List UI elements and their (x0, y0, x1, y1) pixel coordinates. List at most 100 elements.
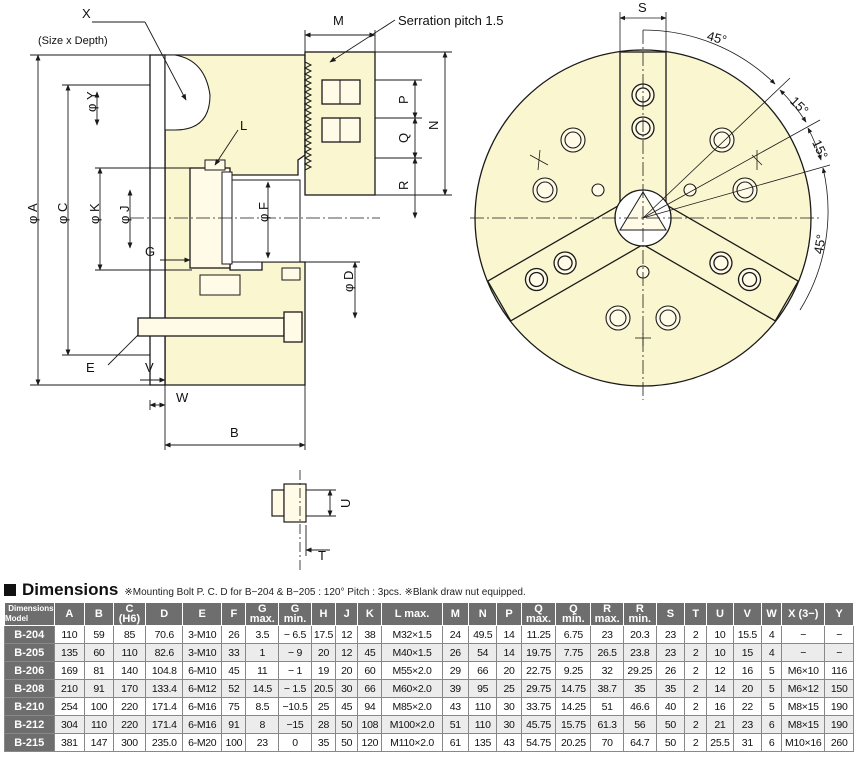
table-cell: 50 (655, 733, 686, 752)
table-cell: 5 (761, 661, 783, 680)
column-header: Q min. (555, 602, 592, 626)
column-header: R max. (590, 602, 624, 626)
front-jaw-left (486, 205, 642, 322)
table-cell: 150 (824, 679, 854, 698)
table-cell: M8×15 (781, 697, 826, 716)
table-cell: 23 (655, 643, 686, 662)
table-cell: 19.75 (520, 643, 557, 662)
table-cell: 3-M10 (182, 643, 223, 662)
table-cell: 12 (335, 625, 359, 644)
table-cell: 59 (84, 625, 114, 644)
table-cell: 61.3 (590, 715, 624, 734)
table-cell: 60 (357, 661, 383, 680)
column-header: A (53, 602, 86, 626)
table-cell: 20 (335, 661, 359, 680)
table-cell: 35 (655, 679, 686, 698)
table-cell: M85×2.0 (381, 697, 443, 716)
table-cell: 110 (84, 715, 114, 734)
label-angle-45-top: 45° (705, 28, 728, 48)
table-cell: 22.75 (520, 661, 557, 680)
table-cell: 190 (824, 715, 854, 734)
label-l: L (240, 118, 247, 133)
table-cell: 35 (622, 679, 657, 698)
table-cell: 15.5 (732, 625, 763, 644)
table-cell: 100 (84, 697, 114, 716)
table-cell: 45.75 (520, 715, 557, 734)
table-cell: M8×15 (781, 715, 826, 734)
table-cell: 2 (684, 679, 708, 698)
table-cell: 6-M20 (182, 733, 223, 752)
column-header: U (706, 602, 734, 626)
table-cell: 169 (53, 661, 86, 680)
table-cell: 26.5 (590, 643, 624, 662)
table-cell: 381 (53, 733, 86, 752)
t-slot-detail (271, 470, 336, 570)
table-cell: 110 (112, 643, 147, 662)
table-cell: 70 (590, 733, 624, 752)
table-cell: 14 (706, 679, 734, 698)
label-serration: Serration pitch 1.5 (398, 13, 504, 28)
table-cell: M6×12 (781, 679, 826, 698)
table-cell: − 9 (278, 643, 312, 662)
table-cell: 110 (467, 715, 498, 734)
table-cell: 33 (221, 643, 247, 662)
table-cell: M110×2.0 (381, 733, 443, 752)
table-cell: 235.0 (145, 733, 184, 752)
table-cell: 12 (335, 643, 359, 662)
mounting-holes (532, 127, 758, 331)
table-cell: 110 (53, 625, 86, 644)
table-cell: 25 (310, 697, 337, 716)
table-cell: 54.75 (520, 733, 557, 752)
table-cell: 56 (622, 715, 657, 734)
label-v: V (145, 360, 154, 375)
table-cell: M60×2.0 (381, 679, 443, 698)
jaw-bolt-lower (321, 117, 361, 143)
label-u: U (338, 499, 353, 508)
column-header: N (467, 602, 498, 626)
column-header: H (310, 602, 337, 626)
table-cell: − 6.5 (278, 625, 312, 644)
label-r: R (396, 181, 411, 190)
table-cell: 61 (441, 733, 469, 752)
table-cell: 133.4 (145, 679, 184, 698)
table-cell: 5 (761, 697, 783, 716)
table-cell: 3.5 (245, 625, 280, 644)
label-w: W (176, 390, 189, 405)
table-cell: 4 (761, 643, 783, 662)
table-cell: 54 (467, 643, 498, 662)
label-b: B (230, 425, 239, 440)
label-m: M (333, 13, 344, 28)
table-cell: 29 (441, 661, 469, 680)
table-cell: 30 (496, 697, 522, 716)
table-cell: 82.6 (145, 643, 184, 662)
table-cell: 108 (357, 715, 383, 734)
table-cell: 104.8 (145, 661, 184, 680)
column-header: M (441, 602, 469, 626)
table-cell: 20.25 (555, 733, 592, 752)
table-cell: 64.7 (622, 733, 657, 752)
table-cell: 6.75 (555, 625, 592, 644)
table-cell: 45 (221, 661, 247, 680)
table-cell: 0 (278, 733, 312, 752)
table-cell: 52 (221, 679, 247, 698)
table-cell: 10 (706, 643, 734, 662)
table-cell: 6 (761, 715, 783, 734)
table-cell: 147 (84, 733, 114, 752)
label-p: P (396, 95, 411, 104)
table-cell: 43 (441, 697, 469, 716)
table-cell: −10.5 (278, 697, 312, 716)
column-header: J (335, 602, 359, 626)
label-n: N (426, 121, 441, 130)
corner-bottom-label: Model (5, 614, 29, 623)
column-header: T (684, 602, 708, 626)
table-cell: 2 (684, 625, 708, 644)
table-cell: 135 (53, 643, 86, 662)
table-cell: 110 (467, 697, 498, 716)
table-cell: 50 (335, 715, 359, 734)
table-cell: 304 (53, 715, 86, 734)
